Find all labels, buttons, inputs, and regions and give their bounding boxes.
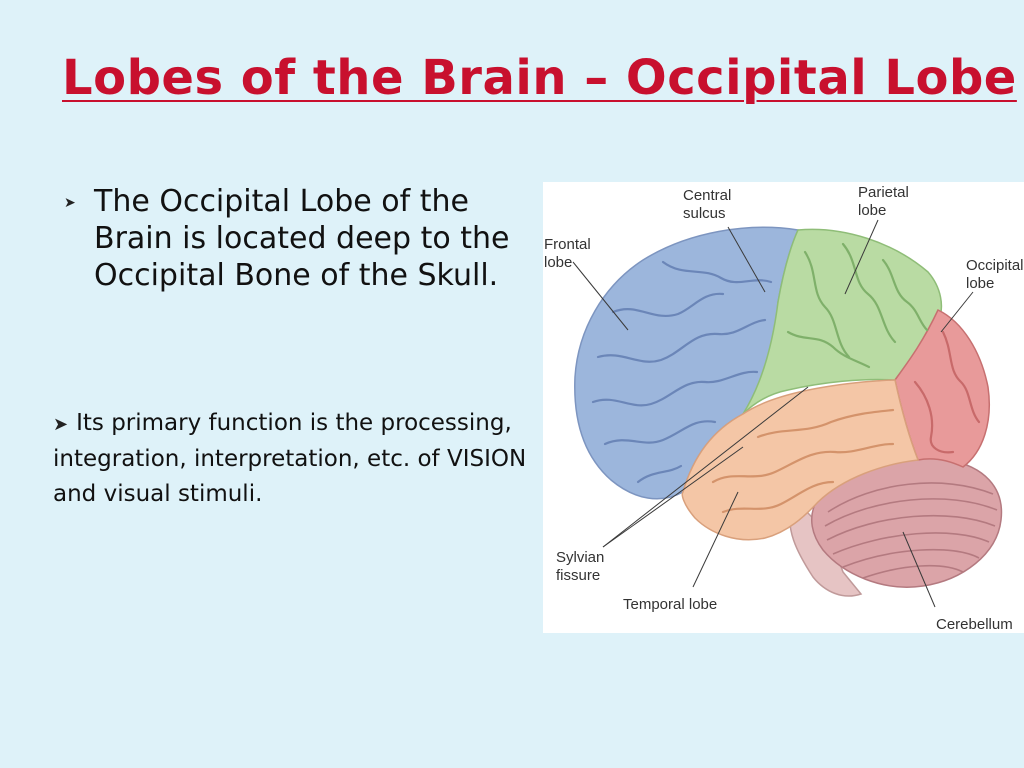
label-occipital-lobe: Occipital lobe	[966, 257, 1024, 292]
brain-diagram: Central sulcus Parietal lobe Frontal lob…	[543, 182, 1024, 633]
leader-occipital-lobe	[940, 291, 974, 333]
label-cerebellum: Cerebellum	[936, 616, 1013, 633]
label-temporal-lobe: Temporal lobe	[623, 596, 717, 613]
leader-temporal-lobe	[692, 491, 739, 588]
brain-illustration: Central sulcus Parietal lobe Frontal lob…	[544, 184, 1024, 633]
label-frontal-lobe: Frontal lobe	[544, 236, 595, 271]
arrow-bullet-icon: ➤	[64, 195, 76, 211]
bullet-location-text: The Occipital Lobe of the Brain is locat…	[94, 184, 510, 293]
leader-cerebellum	[902, 531, 936, 608]
bullet-function: ➤Its primary function is the processing,…	[53, 406, 533, 512]
leader-sylvian-fissure-2	[602, 446, 744, 548]
label-parietal-lobe: Parietal lobe	[858, 184, 913, 219]
label-sylvian-fissure: Sylvian fissure	[556, 549, 609, 584]
bullet-location: ➤ The Occipital Lobe of the Brain is loc…	[64, 183, 519, 294]
leader-sylvian-fissure-1	[602, 386, 809, 548]
slide-title: Lobes of the Brain – Occipital Lobe	[62, 50, 1017, 106]
leader-central-sulcus	[727, 226, 766, 293]
occipital-lobe-region	[894, 308, 990, 468]
label-central-sulcus: Central sulcus	[683, 187, 736, 222]
bullet-function-text: Its primary function is the processing, …	[53, 410, 527, 507]
leader-frontal-lobe	[572, 261, 629, 331]
leader-parietal-lobe	[844, 219, 879, 295]
arrow-bullet-icon: ➤	[53, 414, 69, 435]
